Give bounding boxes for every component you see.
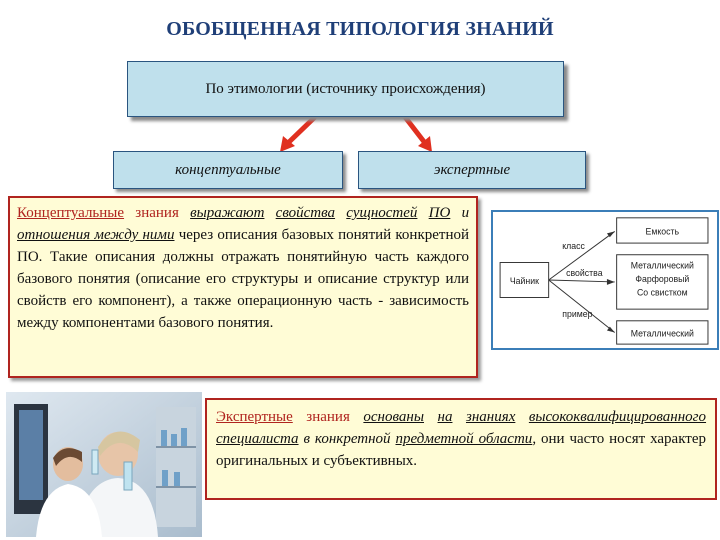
conceptual-box: концептуальные — [113, 151, 343, 189]
arrow-left-head — [280, 136, 295, 152]
arrow-right — [403, 115, 427, 145]
expert-description: Экспертные знания основаны на знаниях вы… — [205, 398, 717, 500]
diagram-edge-3 — [548, 279, 616, 333]
etymology-box: По этимологии (источнику происхождения) — [127, 61, 564, 117]
diagram-target-box-2 — [616, 254, 709, 310]
conceptual-po: ПО — [428, 205, 451, 221]
expert-highly: высококвалифицированного — [528, 409, 707, 425]
conceptual-properties: свойства — [275, 205, 336, 221]
conceptual-rest: через описания базовых понятий конкретно… — [17, 227, 470, 331]
kettle-diagram: Чайник класс свойства пример Емкость Мет… — [491, 210, 719, 350]
conceptual-express: выражают — [190, 205, 265, 221]
expert-rest: , они часто носят характер оригинальных … — [216, 431, 707, 469]
diagram-target-1: Емкость — [646, 226, 680, 236]
diagram-target-2-line: Металлический — [631, 260, 694, 270]
arrow-right-head — [418, 136, 432, 152]
expert-knowledge: знания — [306, 409, 350, 425]
arrow-left — [286, 115, 317, 145]
diagram-arrowhead-3 — [606, 326, 615, 333]
lab-photo — [6, 392, 202, 537]
expert-based: основаны — [363, 409, 424, 425]
diagram-root: Чайник — [510, 276, 539, 286]
conceptual-description: Концептуальные знания выражают свойства … — [8, 196, 478, 378]
expert-specific: конкретной — [314, 431, 391, 447]
expert-lead: Экспертные — [216, 409, 293, 425]
expert-domain: предметной области — [395, 431, 533, 447]
diagram-edge-1 — [548, 231, 616, 281]
conceptual-relations: отношения между ними — [17, 227, 175, 243]
diagram-target-box-1 — [616, 217, 709, 244]
expert-in: в — [303, 431, 310, 447]
expert-specialist: специалиста — [216, 431, 299, 447]
conceptual-knowledge: знания — [135, 205, 179, 221]
diagram-target-2-line: Фарфоровый — [635, 274, 689, 284]
diagram-target-2-line: Со свистком — [637, 288, 688, 298]
diagram-edge-2 — [548, 279, 615, 283]
diagram-arrowhead-2 — [606, 279, 615, 285]
expert-on: на — [437, 409, 453, 425]
diagram-edge-label-2: свойства — [566, 268, 603, 278]
expert-knowledge-of: знаниях — [465, 409, 516, 425]
diagram-edge-label-3: пример — [562, 309, 592, 319]
diagram-edge-label-1: класс — [562, 241, 585, 251]
branch-arrows — [280, 115, 432, 152]
conceptual-lead: Концептуальные — [17, 205, 125, 221]
diagram-arrowhead-1 — [606, 231, 615, 238]
diagram-target-3: Металлический — [631, 328, 694, 338]
page-title: ОБОБЩЕННАЯ ТИПОЛОГИЯ ЗНАНИЙ — [166, 18, 554, 40]
diagram-target-box-3 — [616, 320, 709, 345]
expert-box: экспертные — [358, 151, 586, 189]
conceptual-essences: сущностей — [346, 205, 418, 221]
conceptual-and: и — [461, 205, 470, 221]
